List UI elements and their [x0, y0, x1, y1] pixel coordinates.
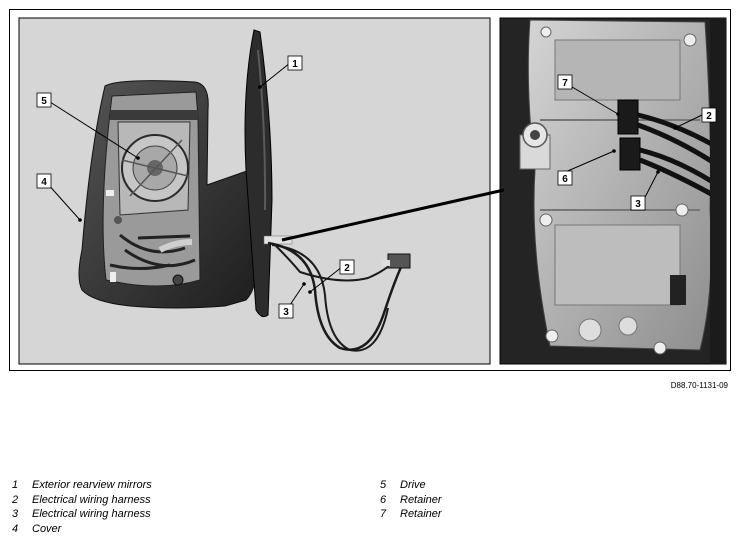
svg-text:2: 2 — [344, 263, 350, 274]
legend-item: 3 Electrical wiring harness — [12, 507, 152, 522]
legend-label: Retainer — [400, 508, 442, 520]
svg-text:6: 6 — [562, 174, 568, 185]
retainer-lower — [619, 137, 641, 171]
mirror-arm — [244, 29, 273, 318]
screw-boss — [540, 26, 552, 38]
callout-6: 6 — [557, 170, 573, 186]
figure-frame: 1 2 3 4 5 2 3 6 — [9, 9, 731, 371]
wiring-harness-cable — [267, 241, 404, 351]
svg-text:4: 4 — [41, 177, 47, 188]
retainer-upper — [617, 99, 639, 135]
legend-number: 3 — [12, 508, 19, 520]
callout-5: 5 — [36, 92, 52, 108]
callout-7: 7 — [557, 74, 573, 90]
svg-text:3: 3 — [635, 199, 641, 210]
legend-item: 2 Electrical wiring harness — [12, 493, 152, 508]
callout-1: 1 — [287, 55, 303, 71]
legend-number: 7 — [380, 508, 387, 520]
legend-number: 4 — [12, 522, 19, 535]
mirror-illustration: 1 2 3 4 5 2 3 6 — [18, 17, 727, 365]
svg-text:5: 5 — [41, 96, 47, 107]
legend-number: 5 — [380, 479, 387, 491]
internal-wires — [109, 233, 196, 270]
legend-label: Electrical wiring harness — [32, 508, 151, 520]
harness-wires-right — [637, 112, 724, 203]
callout-4: 4 — [36, 173, 52, 189]
svg-text:7: 7 — [562, 78, 568, 89]
callout-3-right: 3 — [630, 195, 646, 211]
svg-text:3: 3 — [283, 307, 289, 318]
callout-2: 2 — [339, 259, 355, 275]
legend-number: 6 — [380, 493, 387, 506]
svg-text:1: 1 — [292, 59, 298, 70]
callout-3: 3 — [278, 303, 294, 319]
legend-item: 1 Exterior rearview mirrors — [12, 478, 152, 493]
leader-lines — [45, 62, 703, 309]
internal-bracket — [110, 110, 198, 120]
connector-line — [281, 188, 505, 242]
legend-label: Electrical wiring harness — [32, 493, 151, 506]
svg-text:2: 2 — [706, 111, 712, 122]
callout-2-right: 2 — [701, 107, 717, 123]
legend-number: 2 — [12, 493, 19, 506]
legend-item: 7 Retainer — [380, 507, 442, 522]
legend-item: 5 Drive — [380, 478, 442, 493]
harness-connector — [387, 253, 411, 269]
legend-label: Drive — [400, 479, 426, 491]
legend-label: Cover — [32, 522, 62, 535]
legend-number: 1 — [12, 479, 19, 491]
legend-label: Exterior rearview mirrors — [32, 479, 152, 491]
legend-item: 4 Cover — [12, 522, 152, 537]
figure-reference-code: D88.70-1131-09 — [670, 381, 728, 390]
legend-label: Retainer — [400, 493, 442, 506]
legend-item: 6 Retainer — [380, 493, 442, 508]
